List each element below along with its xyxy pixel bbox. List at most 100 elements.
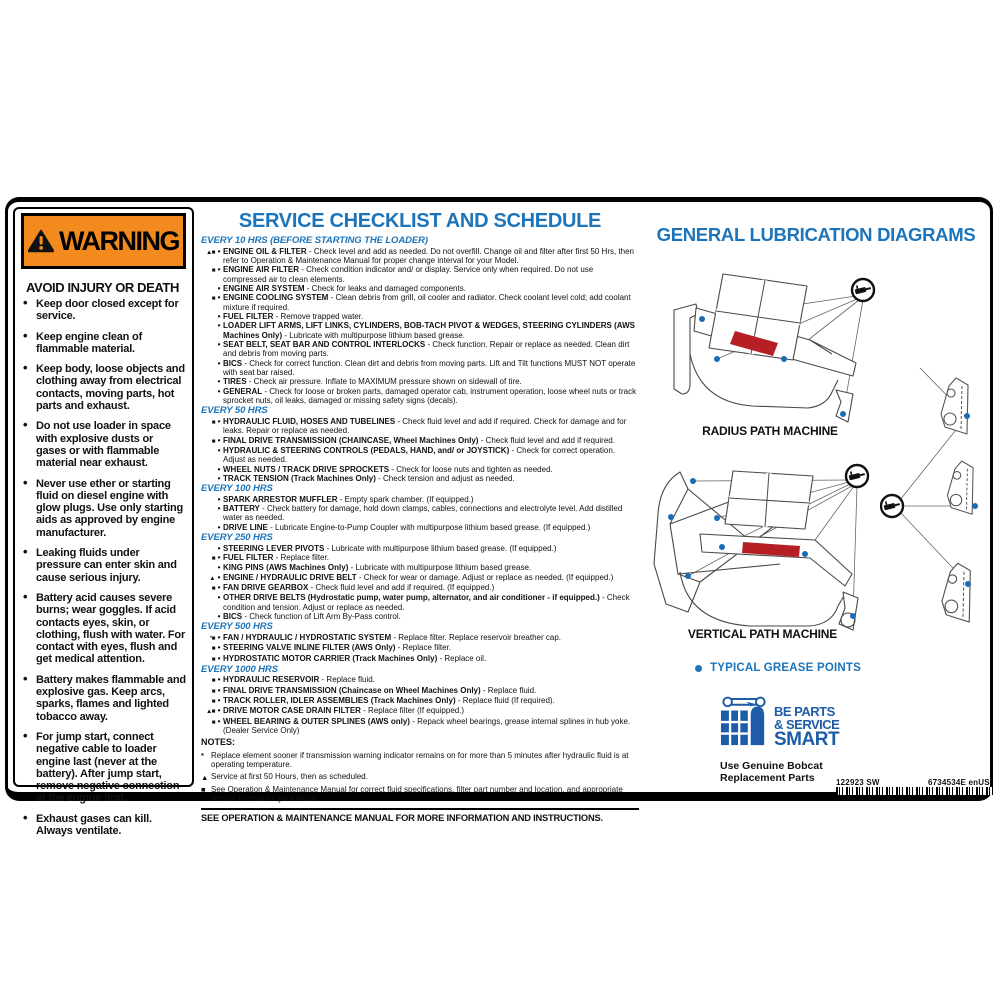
checklist-item: ■•TRACK ROLLER, IDLER ASSEMBLIES (Track … bbox=[201, 696, 639, 706]
checklist-item: ▲•ENGINE / HYDRAULIC DRIVE BELT - Check … bbox=[201, 573, 639, 583]
warning-panel: WARNING AVOID INJURY OR DEATH Keep door … bbox=[13, 207, 194, 837]
item-text: ENGINE / HYDRAULIC DRIVE BELT - Check fo… bbox=[223, 572, 614, 582]
warning-bullet: Keep engine clean of flammable material. bbox=[23, 330, 186, 356]
item-symbols: ■ bbox=[211, 418, 216, 426]
item-bullet-icon: • bbox=[217, 572, 221, 582]
note-item: ■See Operation & Maintenance Manual for … bbox=[201, 785, 639, 804]
checklist-item: •KING PINS (AWS Machines Only) - Lubrica… bbox=[201, 563, 639, 572]
item-text: TIRES - Check air pressure. Inflate to M… bbox=[223, 377, 522, 387]
item-bullet-icon: • bbox=[217, 552, 221, 562]
warning-bullet: For jump start, connect negative cable t… bbox=[23, 730, 186, 805]
wedge-detail-top bbox=[940, 377, 969, 435]
item-bullet-icon: • bbox=[217, 265, 221, 275]
item-bullet-icon: • bbox=[217, 358, 221, 368]
item-text: ENGINE AIR SYSTEM - Check for leaks and … bbox=[223, 283, 466, 293]
warning-title: AVOID INJURY OR DEATH bbox=[26, 280, 179, 295]
item-text: FAN DRIVE GEARBOX - Check fluid level an… bbox=[223, 583, 495, 592]
item-text: ENGINE AIR FILTER - Check condition indi… bbox=[223, 265, 594, 284]
item-bullet-icon: • bbox=[217, 377, 221, 387]
item-text: KING PINS (AWS Machines Only) - Lubricat… bbox=[223, 563, 532, 573]
logo-line-2: & SERVICE bbox=[774, 716, 840, 732]
item-symbols bbox=[201, 563, 215, 572]
machine-outline bbox=[653, 470, 859, 631]
item-text: BATTERY - Check battery for damage, hold… bbox=[223, 504, 623, 523]
item-bullet-icon: • bbox=[217, 583, 221, 592]
item-symbols bbox=[201, 544, 215, 553]
checklist-column: SERVICE CHECKLIST AND SCHEDULE EVERY 10 … bbox=[201, 208, 639, 823]
section-header: EVERY 500 HRS bbox=[201, 621, 273, 633]
item-symbols bbox=[201, 312, 215, 321]
checklist-item: *■•FAN / HYDRAULIC / HYDROSTATIC SYSTEM … bbox=[201, 633, 639, 643]
item-text: HYDROSTATIC MOTOR CARRIER (Track Machine… bbox=[223, 653, 487, 663]
item-symbols bbox=[201, 387, 215, 406]
section-header: EVERY 10 HRS (BEFORE STARTING THE LOADER… bbox=[201, 235, 428, 246]
note-text: Replace element sooner if transmission w… bbox=[211, 750, 629, 770]
item-bullet-icon: • bbox=[217, 386, 221, 396]
note-item: * Replace element sooner if transmission … bbox=[201, 751, 639, 770]
item-bullet-icon: • bbox=[217, 445, 221, 455]
item-text: WHEEL NUTS / TRACK DRIVE SPROCKETS - Che… bbox=[223, 464, 553, 474]
item-text: FAN / HYDRAULIC / HYDROSTATIC SYSTEM - R… bbox=[223, 632, 562, 642]
item-text: WHEEL BEARING & OUTER SPLINES (AWS only)… bbox=[223, 716, 631, 736]
item-symbols bbox=[201, 446, 215, 465]
grease-points bbox=[668, 478, 856, 619]
warning-bullet: Never use ether or starting fluid on die… bbox=[23, 477, 186, 539]
checklist-item: •TRACK TENSION (Track Machines Only) - C… bbox=[201, 474, 639, 483]
item-text: OTHER DRIVE BELTS (Hydrostatic pump, wat… bbox=[223, 593, 630, 612]
checklist-item: ■•ENGINE COOLING SYSTEM - Clean debris f… bbox=[201, 293, 639, 312]
checklist-item: •OTHER DRIVE BELTS (Hydrostatic pump, wa… bbox=[201, 593, 639, 612]
item-text: HYDRAULIC FLUID, HOSES AND TUBELINES - C… bbox=[223, 416, 627, 436]
item-bullet-icon: • bbox=[217, 435, 221, 445]
warning-bullet: Leaking fluids under pressure can enter … bbox=[23, 546, 186, 584]
note-symbol: ■ bbox=[201, 785, 206, 795]
warning-bullet: Keep body, loose objects and clothing aw… bbox=[23, 362, 186, 412]
logo-line-1: BE PARTS bbox=[774, 704, 835, 719]
item-text: LOADER LIFT ARMS, LIFT LINKS, CYLINDERS,… bbox=[223, 321, 636, 340]
item-symbols bbox=[201, 495, 215, 504]
genuine-parts-text: Use Genuine Bobcat Replacement Parts bbox=[720, 760, 823, 784]
item-text: FUEL FILTER - Replace filter. bbox=[223, 552, 329, 562]
note-symbol: * bbox=[201, 751, 204, 761]
item-text: BICS - Check function of Lift Arm By-Pas… bbox=[223, 612, 401, 622]
grease-point-dot-icon bbox=[695, 664, 702, 672]
note-item: ▲Service at first 50 Hours, then as sche… bbox=[201, 772, 639, 782]
item-bullet-icon: • bbox=[217, 706, 221, 716]
checklist-item: ■•HYDRAULIC FLUID, HOSES AND TUBELINES -… bbox=[201, 417, 639, 436]
checklist-item: •GENERAL - Check for loose or broken par… bbox=[201, 387, 639, 406]
checklist-item: •ENGINE AIR SYSTEM - Check for leaks and… bbox=[201, 284, 639, 293]
item-symbols bbox=[201, 359, 215, 378]
checklist-item: ■•FINAL DRIVE TRANSMISSION (CHAINCASE, W… bbox=[201, 436, 639, 446]
item-bullet-icon: • bbox=[217, 416, 221, 426]
item-symbols bbox=[201, 504, 215, 523]
item-bullet-icon: • bbox=[217, 593, 221, 603]
item-symbols: ▲■ bbox=[205, 708, 216, 716]
decal-inner: WARNING AVOID INJURY OR DEATH Keep door … bbox=[8, 202, 994, 837]
item-text: DRIVE MOTOR CASE DRAIN FILTER - Replace … bbox=[223, 706, 465, 716]
logo-text: BE PARTS & SERVICE SMART bbox=[774, 704, 840, 749]
diagrams-title: GENERAL LUBRICATION DIAGRAMS bbox=[656, 224, 976, 245]
item-text: FINAL DRIVE TRANSMISSION (CHAINCASE, Whe… bbox=[223, 435, 615, 445]
item-bullet-icon: • bbox=[217, 293, 221, 303]
grease-gun-icon bbox=[880, 493, 905, 519]
grease-points bbox=[964, 413, 978, 587]
item-symbols: ■ bbox=[211, 677, 216, 685]
item-symbols: *■ bbox=[209, 634, 216, 642]
item-bullet-icon: • bbox=[217, 543, 221, 553]
checklist-item: ■•FUEL FILTER - Replace filter. bbox=[201, 553, 639, 563]
checklist-item: •SEAT BELT, SEAT BAR AND CONTROL INTERLO… bbox=[201, 340, 639, 359]
red-arm-stripe bbox=[742, 542, 800, 557]
checklist-item: ■•ENGINE AIR FILTER - Check condition in… bbox=[201, 265, 639, 284]
item-bullet-icon: • bbox=[217, 716, 221, 726]
warning-bullet: Exhaust gases can kill. Always ventilate… bbox=[23, 812, 186, 838]
item-text: SPARK ARRESTOR MUFFLER - Empty spark cha… bbox=[223, 494, 474, 504]
item-symbols bbox=[201, 612, 215, 621]
radius-caption: RADIUS PATH MACHINE bbox=[702, 424, 838, 438]
vertical-caption: VERTICAL PATH MACHINE bbox=[687, 627, 838, 641]
warning-bullet: Keep door closed except for service. bbox=[23, 297, 186, 323]
item-symbols: ■ bbox=[211, 554, 216, 562]
checklist-item: •LOADER LIFT ARMS, LIFT LINKS, CYLINDERS… bbox=[201, 321, 639, 340]
item-symbols: ■ bbox=[211, 437, 216, 445]
item-symbols: ▲ bbox=[209, 574, 215, 582]
item-symbols: ■ bbox=[211, 645, 216, 653]
checklist-item: •FUEL FILTER - Remove trapped water. bbox=[201, 312, 639, 321]
